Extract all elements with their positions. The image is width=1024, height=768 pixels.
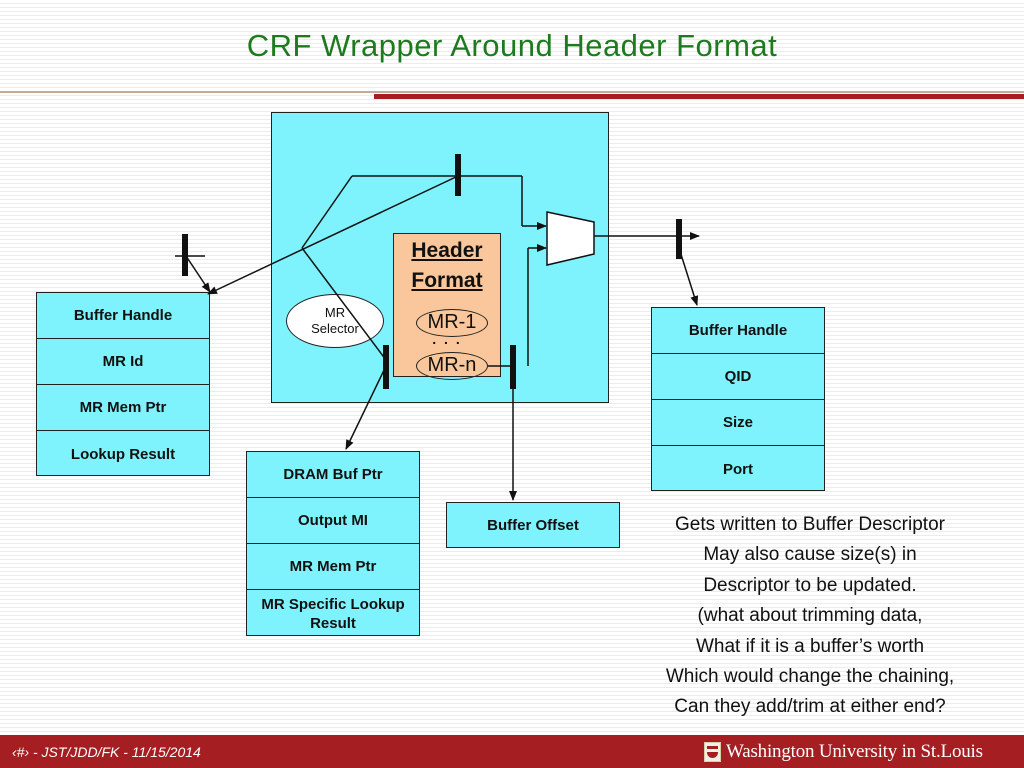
mr-out-mr-mem-ptr: MR Mem Ptr xyxy=(247,544,419,590)
mr-output-stack: DRAM Buf Ptr Output MI MR Mem Ptr MR Spe… xyxy=(246,451,420,636)
footer-bar: ‹#› - JST/JDD/FK - 11/15/2014 Washington… xyxy=(0,735,1024,768)
mr-1-oval: MR-1 xyxy=(416,309,488,337)
title-rule-thick xyxy=(374,94,1024,99)
header-format-title-line2: Format xyxy=(411,269,483,292)
mr-n-oval: MR-n xyxy=(416,352,488,380)
note-line-4: (what about trimming data, xyxy=(697,605,923,627)
register-mr-selector-out xyxy=(383,345,389,389)
note-line-3: Descriptor to be updated. xyxy=(703,574,917,596)
input-buffer-handle: Buffer Handle xyxy=(37,293,209,339)
university-logo: Washington University in St.Louis xyxy=(704,741,983,763)
output-port: Port xyxy=(723,460,753,478)
header-format-title-line1: Header xyxy=(411,239,483,262)
output-qid: QID xyxy=(652,354,824,400)
wire-junction-to-top xyxy=(301,175,353,249)
input-mr-id: MR Id xyxy=(37,339,209,385)
wire-to-mr-output xyxy=(345,365,387,450)
university-logo-text: Washington University in St.Louis xyxy=(726,741,983,762)
note-line-7: Can they add/trim at either end? xyxy=(674,696,946,718)
register-output xyxy=(676,219,682,259)
input-lookup-result: Lookup Result xyxy=(70,445,176,463)
input-mr-mem-ptr: MR Mem Ptr xyxy=(37,385,209,431)
register-mr-n-out xyxy=(510,345,516,389)
university-crest-icon xyxy=(704,742,721,762)
wire-header-feedback xyxy=(207,175,459,295)
title-rule-thin xyxy=(0,91,1024,93)
note-line-5: What if it is a buffer’s worth xyxy=(695,635,925,657)
output-buffer-handle: Buffer Handle xyxy=(652,308,824,354)
output-size: Size xyxy=(652,400,824,446)
footer-text: ‹#› - JST/JDD/FK - 11/15/2014 xyxy=(12,744,201,760)
wire-into-input-stack xyxy=(185,255,211,293)
note-line-2: May also cause size(s) in xyxy=(703,544,917,566)
mr-out-dram-buf-ptr: DRAM Buf Ptr xyxy=(247,452,419,498)
notes-text: Gets written to Buffer Descriptor May al… xyxy=(600,510,1020,723)
multiplexer xyxy=(546,211,595,266)
mr-selector-line2: Selector xyxy=(311,321,359,336)
register-input xyxy=(182,234,188,276)
buffer-offset-label: Buffer Offset xyxy=(487,516,579,534)
note-line-6: Which would change the chaining, xyxy=(665,666,955,688)
register-top xyxy=(455,154,461,196)
slide-title: CRF Wrapper Around Header Format xyxy=(246,28,778,63)
mr-ellipsis: . . . xyxy=(432,331,462,347)
header-format-title: Header Format xyxy=(394,236,500,296)
input-descriptor-stack: Buffer Handle MR Id MR Mem Ptr Lookup Re… xyxy=(36,292,210,476)
wire-junction-to-selector xyxy=(301,247,387,361)
mr-selector-line1: MR xyxy=(324,305,346,320)
buffer-offset-box: Buffer Offset xyxy=(446,502,620,548)
mr-out-output-mi: Output MI xyxy=(247,498,419,544)
output-descriptor-stack: Buffer Handle QID Size Port xyxy=(651,307,825,491)
mr-out-specific-lookup-result: MR Specific Lookup Result xyxy=(261,595,405,632)
note-line-1: Gets written to Buffer Descriptor xyxy=(675,514,945,535)
mr-selector: MR Selector xyxy=(286,294,384,348)
